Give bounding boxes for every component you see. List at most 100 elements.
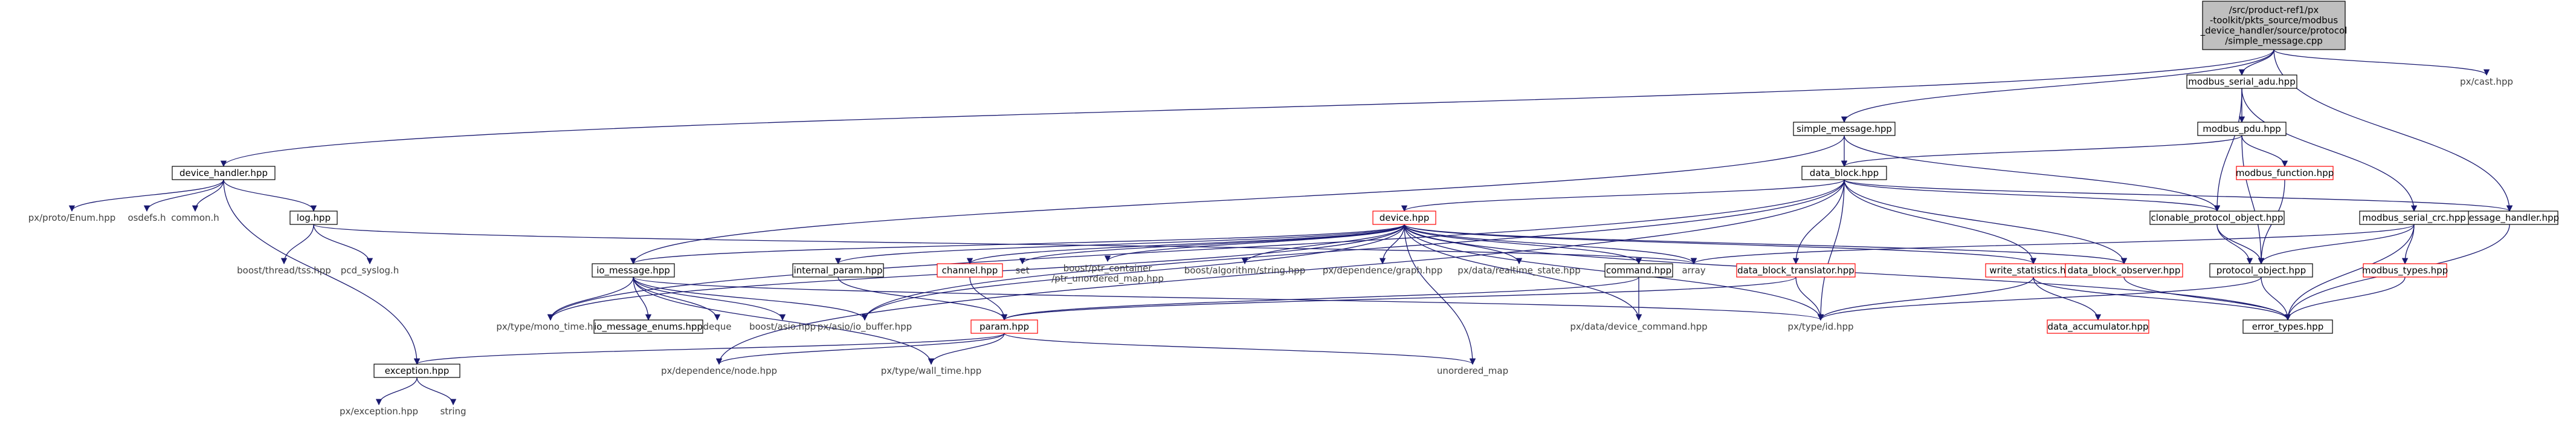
node-label: data_block_translator.hpp bbox=[1737, 265, 1855, 276]
node-label: write_statistics.hpp bbox=[1989, 265, 2077, 276]
node-boost-ptr-container: boost/ptr_container/ptr_unordered_map.hp… bbox=[1051, 263, 1164, 285]
include-edge-data_block-to-write_statistics bbox=[1844, 179, 2037, 265]
node-common: common.h bbox=[171, 212, 219, 223]
node-label: param.hpp bbox=[980, 321, 1029, 332]
node-label: unordered_map bbox=[1437, 365, 1508, 377]
node-label: device.hpp bbox=[1380, 212, 1430, 223]
node-px-proto-enum: px/proto/Enum.hpp bbox=[28, 212, 116, 223]
include-edge-device_handler-to-exception bbox=[223, 179, 421, 365]
node-box bbox=[2242, 319, 2333, 334]
node-box bbox=[172, 166, 276, 180]
include-edge-data_block-to-px_asio_io_buffer bbox=[861, 179, 1845, 321]
include-edge-root-to-device_handler bbox=[221, 49, 2274, 168]
include-edge-root-to-simple_message bbox=[1841, 49, 2274, 123]
node-modbus-types[interactable]: modbus_types.hpp bbox=[2362, 263, 2448, 278]
include-edge-internal_param-to-param bbox=[838, 276, 1008, 321]
node-channel[interactable]: channel.hpp bbox=[937, 263, 1003, 278]
node-data-accumulator[interactable]: data_accumulator.hpp bbox=[2047, 319, 2149, 334]
include-edges bbox=[68, 49, 2513, 406]
include-edge-data_block_translator-to-param bbox=[1001, 276, 1796, 321]
include-edge-data_block-to-clonable_protocol_object bbox=[1844, 179, 2220, 212]
node-data-block-translator[interactable]: data_block_translator.hpp bbox=[1736, 263, 1856, 278]
node-label: px/asio/io_buffer.hpp bbox=[818, 321, 912, 333]
include-edge-device-to-data_block_observer bbox=[1404, 224, 2127, 265]
node-boost-thread-tss: boost/thread/tss.hpp bbox=[237, 265, 331, 276]
node-label: common.h bbox=[171, 212, 219, 223]
node-px-data-device-command: px/data/device_command.hpp bbox=[1570, 321, 1707, 333]
node-unordered-map: unordered_map bbox=[1437, 365, 1508, 377]
node-box bbox=[1736, 263, 1856, 278]
node-label: modbus_pdu.hpp bbox=[2203, 123, 2281, 135]
node-device[interactable]: device.hpp bbox=[1372, 211, 1436, 225]
node-label: message_handler.hpp bbox=[2460, 212, 2559, 224]
node-io-message[interactable]: io_message.hpp bbox=[592, 263, 675, 278]
node-device-handler[interactable]: device_handler.hpp bbox=[172, 166, 276, 180]
node-label: modbus_types.hpp bbox=[2362, 265, 2448, 276]
node-label: px/type/id.hpp bbox=[1787, 321, 1853, 332]
node-box bbox=[1372, 211, 1436, 225]
node-label: boost/algorithm/string.hpp bbox=[1184, 265, 1305, 276]
node-protocol-object[interactable]: protocol_object.hpp bbox=[2209, 263, 2313, 278]
node-label: set bbox=[1016, 265, 1030, 276]
include-edge-exception-to-px_exception bbox=[375, 377, 418, 406]
node-modbus-pdu[interactable]: modbus_pdu.hpp bbox=[2197, 122, 2287, 136]
include-edge-io_message-to-px_type_wall_time bbox=[633, 276, 935, 365]
node-label: exception.hpp bbox=[385, 365, 450, 376]
node-label: osdefs.h bbox=[128, 212, 166, 223]
include-edge-root-to-px_cast bbox=[2273, 49, 2490, 76]
node-label: /simple_message.cpp bbox=[2225, 36, 2323, 47]
node-data-block[interactable]: data_block.hpp bbox=[1801, 166, 1887, 180]
include-edge-io_message-to-deque bbox=[633, 276, 721, 321]
node-osdefs: osdefs.h bbox=[128, 212, 166, 223]
node-command[interactable]: command.hpp bbox=[1604, 263, 1673, 278]
node-label: px/exception.hpp bbox=[340, 406, 418, 417]
node-px-cast: px/cast.hpp bbox=[2460, 76, 2513, 87]
node-label: px/dependence/graph.hpp bbox=[1323, 265, 1442, 276]
node-label: px/type/mono_time.hpp bbox=[496, 321, 604, 333]
include-edge-simple_message-to-io_message bbox=[630, 135, 1845, 265]
node-message-handler[interactable]: message_handler.hpp bbox=[2460, 211, 2559, 225]
node-modbus-function[interactable]: modbus_function.hpp bbox=[2236, 166, 2334, 180]
node-box bbox=[2363, 263, 2447, 278]
node-log[interactable]: log.hpp bbox=[289, 211, 338, 225]
node-set: set bbox=[1016, 265, 1030, 276]
node-px-asio-io-buffer: px/asio/io_buffer.hpp bbox=[818, 321, 912, 333]
include-edge-modbus_serial_crc-to-error_types bbox=[2284, 224, 2415, 321]
node-clonable-protocol-object[interactable]: clonable_protocol_object.hpp bbox=[2149, 211, 2285, 225]
node-box bbox=[2197, 122, 2287, 136]
include-edge-modbus_serial_crc-to-modbus_types bbox=[2401, 224, 2415, 265]
include-edge-device-to-px_dependence_graph bbox=[1379, 224, 1405, 265]
node-label: /ptr_unordered_map.hpp bbox=[1051, 273, 1164, 285]
include-edge-data_block-to-px_type_id bbox=[1817, 179, 1845, 321]
node-simple-message[interactable]: simple_message.hpp bbox=[1793, 122, 1896, 136]
node-modbus-serial-crc[interactable]: modbus_serial_crc.hpp bbox=[2359, 211, 2469, 225]
node-deque: deque bbox=[703, 321, 731, 332]
node-label: -toolkit/pkts_source/modbus bbox=[2210, 15, 2338, 27]
node-box bbox=[792, 263, 884, 278]
include-edge-io_message-to-boost_asio bbox=[633, 276, 786, 321]
node-write-statistics[interactable]: write_statistics.hpp bbox=[1985, 263, 2082, 278]
include-edge-root-to-message_handler bbox=[2273, 49, 2513, 212]
node-internal-param[interactable]: internal_param.hpp bbox=[792, 263, 884, 278]
node-label: device_handler.hpp bbox=[179, 168, 268, 179]
include-edge-data_block_observer-to-error_types bbox=[2123, 276, 2291, 321]
node-data-block-observer[interactable]: data_block_observer.hpp bbox=[2065, 263, 2183, 278]
include-edge-data_block-to-data_block_observer bbox=[1844, 179, 2128, 265]
include-edge-log-to-boost_thread_tss bbox=[280, 224, 314, 265]
node-param[interactable]: param.hpp bbox=[970, 319, 1038, 334]
include-edge-log-to-pcd_syslog bbox=[313, 224, 373, 265]
node-label: _device_handler/source/protocol bbox=[2200, 25, 2348, 37]
include-edge-device_handler-to-px_proto_enum bbox=[68, 179, 224, 212]
include-edge-device_handler-to-log bbox=[223, 179, 317, 212]
node-error-types[interactable]: error_types.hpp bbox=[2242, 319, 2333, 334]
node-exception[interactable]: exception.hpp bbox=[373, 364, 460, 378]
node-label: pcd_syslog.h bbox=[341, 265, 399, 276]
node-label: boost/asio.hpp bbox=[749, 321, 816, 332]
include-edge-modbus_serial_crc-to-array bbox=[1691, 224, 2415, 265]
node-px-data-realtime-state: px/data/realtime_state.hpp bbox=[1457, 265, 1580, 276]
node-modbus-serial-adu[interactable]: modbus_serial_adu.hpp bbox=[2186, 74, 2297, 89]
graph-nodes: /src/product-ref1/px-toolkit/pkts_source… bbox=[28, 1, 2559, 417]
node-io-message-enums[interactable]: io_message_enums.hpp bbox=[593, 319, 703, 334]
node-root[interactable]: /src/product-ref1/px-toolkit/pkts_source… bbox=[2200, 1, 2348, 50]
